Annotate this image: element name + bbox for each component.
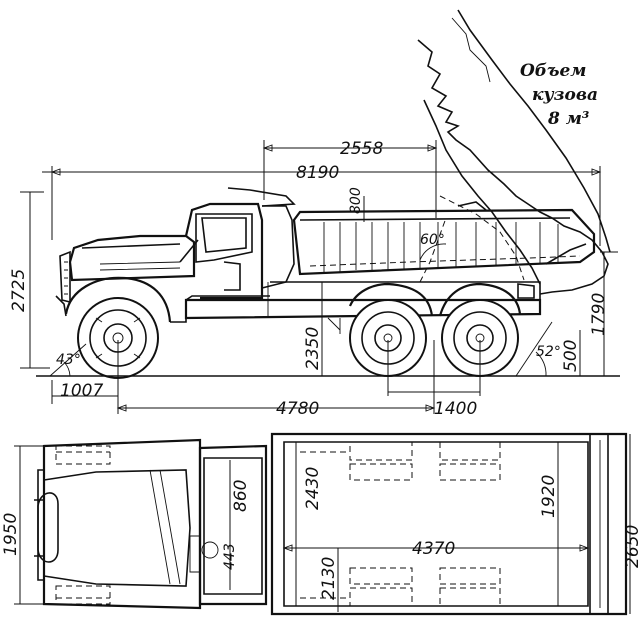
dim-overall-width: 2650 xyxy=(623,525,640,568)
hood xyxy=(68,234,196,282)
dim-rear-axle-spacing: 1400 xyxy=(434,399,477,419)
dim-rear-track: 2130 xyxy=(319,557,339,600)
dim-cab-a: 860 xyxy=(231,480,251,512)
dim-bed-length: 2558 xyxy=(340,139,383,159)
dim-bed-inner-width: 2430 xyxy=(303,467,323,510)
body-volume-label: Объем xyxy=(520,61,586,81)
dim-frame-height: 2350 xyxy=(303,327,323,370)
dim-front-overhang: 1007 xyxy=(60,381,103,401)
top-view xyxy=(14,432,631,616)
dim-overall-height: 2725 xyxy=(9,269,29,312)
dim-tip-angle: 60° xyxy=(420,232,445,248)
dump-body xyxy=(292,208,596,276)
body-volume-value: 8 м³ xyxy=(547,109,589,129)
dim-wheelbase: 4780 xyxy=(276,399,319,419)
top-hood xyxy=(42,438,202,610)
dim-cab-b: 443 xyxy=(222,543,238,570)
dim-tipped-height: 1790 xyxy=(589,293,609,336)
top-cab xyxy=(198,444,268,606)
dim-bed-span: 1920 xyxy=(539,475,559,518)
dim-rear-clearance: 500 xyxy=(561,340,581,372)
dim-rails-height: 800 xyxy=(348,187,364,214)
dim-approach-angle: 43° xyxy=(56,352,81,368)
side-view xyxy=(20,9,620,414)
cab xyxy=(184,202,264,300)
dim-overall-length: 8190 xyxy=(296,163,339,183)
rear-wheel-2 xyxy=(441,299,519,377)
dim-front-track: 1950 xyxy=(1,513,21,556)
body-volume-label-2: кузова xyxy=(532,85,598,105)
dim-bed-inner-length: 4370 xyxy=(412,539,455,559)
frame xyxy=(184,298,542,320)
top-body xyxy=(270,432,628,616)
tipped-body-outline xyxy=(417,39,609,295)
dim-departure-angle: 52° xyxy=(536,344,561,360)
